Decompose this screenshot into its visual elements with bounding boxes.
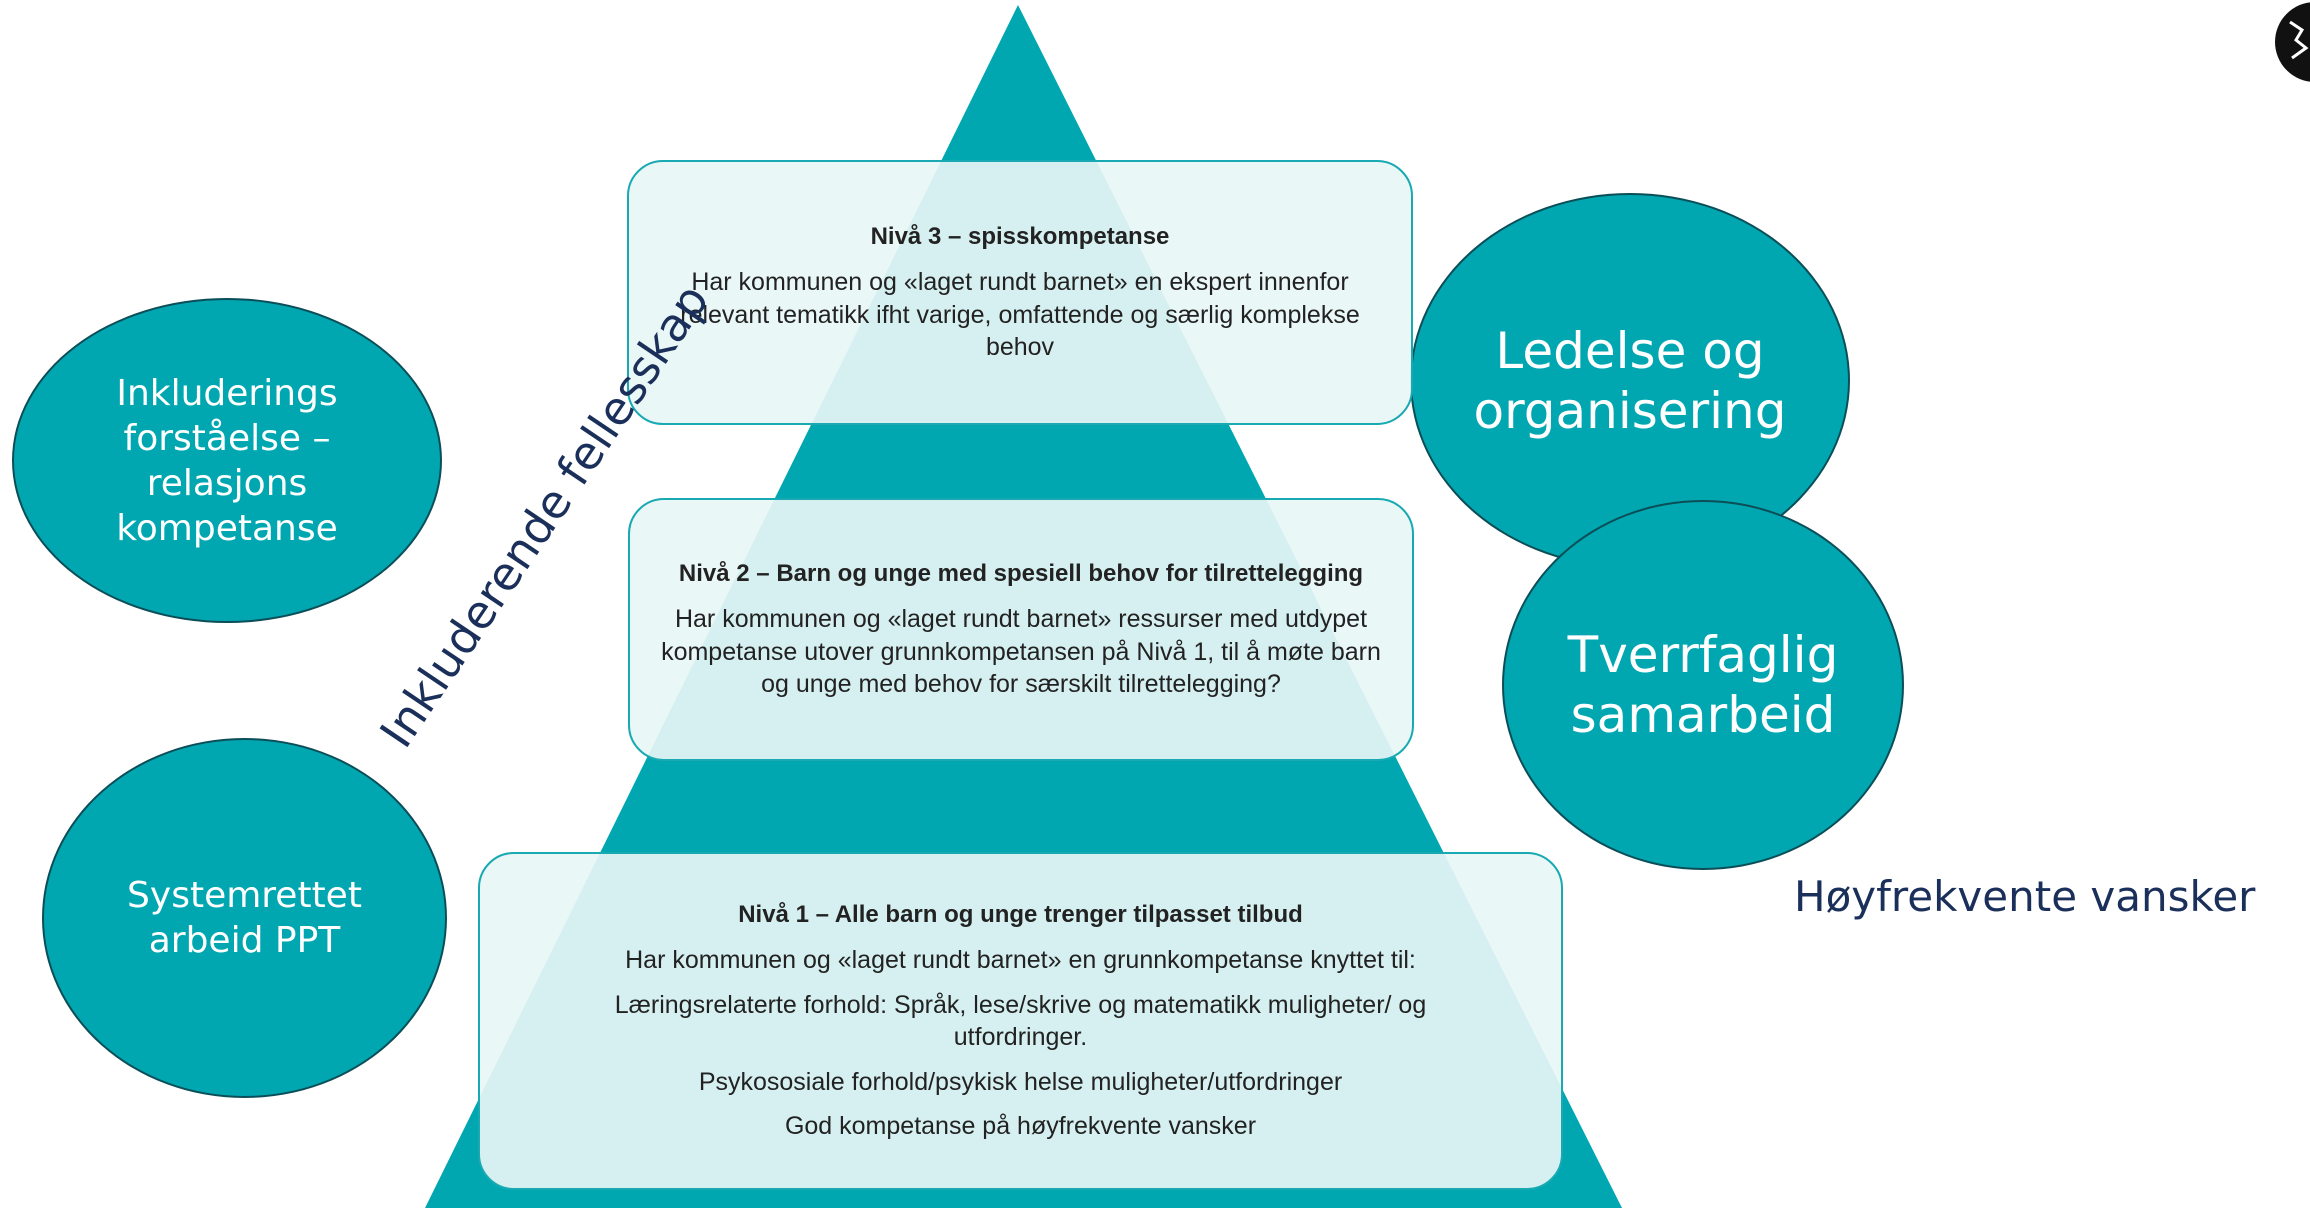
inkludering-ellipse: Inkluderings forståelse – relasjons komp… — [12, 298, 442, 623]
inkludering-ellipse-text: Inkluderings forståelse – relasjons komp… — [116, 372, 338, 549]
level1-title: Nivå 1 – Alle barn og unge trenger tilpa… — [738, 901, 1303, 929]
hoyfrekvente-vansker-label: Høyfrekvente vansker — [1794, 872, 2256, 921]
level1-box: Nivå 1 – Alle barn og unge trenger tilpa… — [478, 852, 1563, 1190]
level1-line-1: Har kommunen og «laget rundt barnet» en … — [625, 946, 1416, 975]
level1-line-3: Psykososiale forhold/psykisk helse mulig… — [698, 1067, 1343, 1096]
level3-box: Nivå 3 – spisskompetanse Har kommunen og… — [627, 160, 1413, 425]
level3-title: Nivå 3 – spisskompetanse — [870, 223, 1170, 251]
tverrfaglig-ellipse-text: Tverrfaglig samarbeid — [1567, 626, 1839, 744]
systemrettet-ellipse: Systemrettet arbeid PPT — [42, 738, 447, 1098]
ledelse-ellipse: Ledelse og organisering — [1410, 193, 1850, 568]
level2-title: Nivå 2 – Barn og unge med spesiell behov… — [678, 560, 1364, 588]
corner-logo-icon — [2275, 2, 2310, 82]
level2-box: Nivå 2 – Barn og unge med spesiell behov… — [628, 498, 1414, 761]
level2-text: Har kommunen og «laget rundt barnet» res… — [661, 605, 1381, 699]
level3-text: Har kommunen og «laget rundt barnet» en … — [680, 268, 1360, 362]
ledelse-ellipse-text: Ledelse og organisering — [1473, 321, 1787, 440]
level1-line-2: Læringsrelaterte forhold: Språk, lese/sk… — [614, 990, 1427, 1052]
systemrettet-ellipse-text: Systemrettet arbeid PPT — [127, 875, 362, 961]
level1-line-4: God kompetanse på høyfrekvente vansker — [784, 1112, 1257, 1141]
tverrfaglig-ellipse: Tverrfaglig samarbeid — [1502, 500, 1904, 870]
